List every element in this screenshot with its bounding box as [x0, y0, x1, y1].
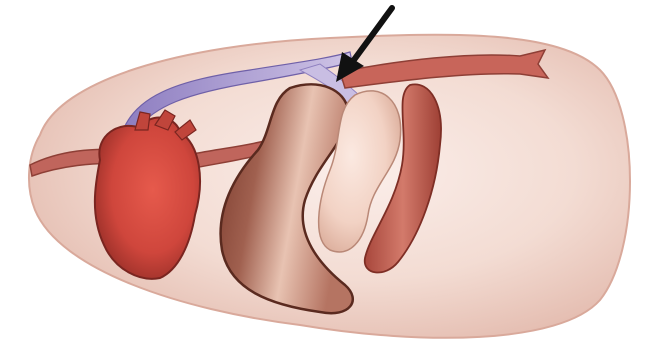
anatomy-illustration [0, 0, 649, 352]
anatomy-diagram-svg [0, 0, 649, 352]
